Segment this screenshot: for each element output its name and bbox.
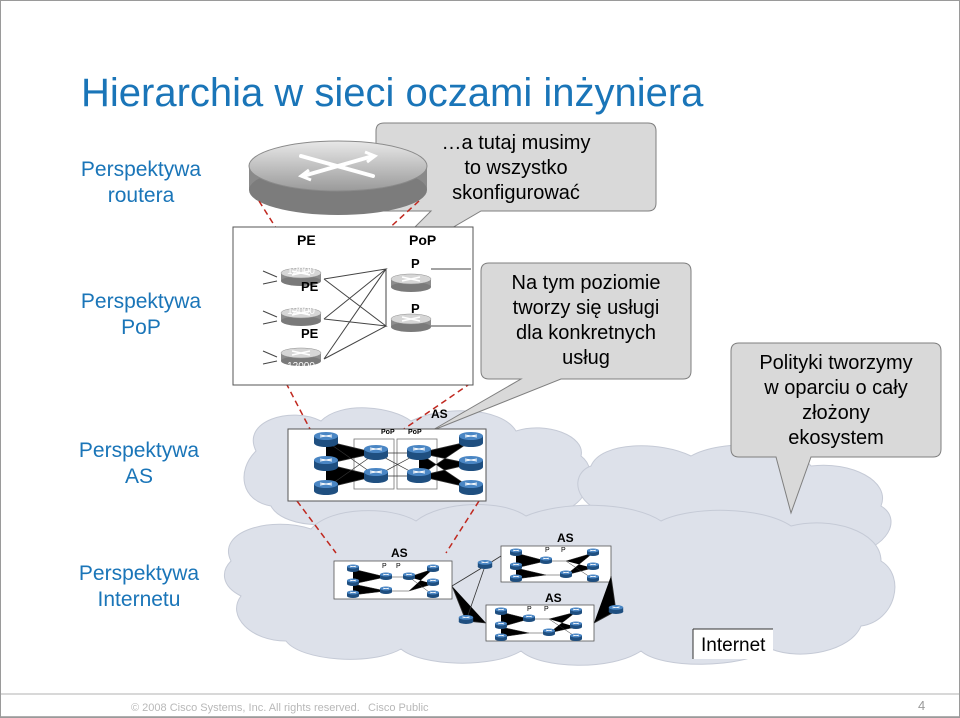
- router-role-label: PE: [301, 279, 319, 294]
- router-icon: [509, 562, 523, 571]
- router-icon: [586, 562, 600, 571]
- mini-p-label: P: [544, 606, 549, 613]
- internet-as-label: AS: [557, 531, 574, 545]
- pop-header: PoP: [409, 232, 437, 248]
- big-router-icon: [248, 140, 428, 215]
- router-icon: [586, 548, 600, 557]
- router-icon: [402, 572, 416, 581]
- router-icon: [522, 614, 536, 623]
- pop-router-p-2-icon: [390, 313, 432, 333]
- router-model-label: CRS1: [398, 291, 426, 302]
- router-icon: [458, 431, 484, 448]
- callout-services: [430, 262, 692, 432]
- router-icon: [406, 444, 432, 461]
- router-model-label: 12000: [287, 306, 315, 317]
- peering-router-icon: [477, 559, 493, 570]
- router-role-label: P: [411, 301, 420, 316]
- router-icon: [509, 548, 523, 557]
- page-number: 4: [918, 698, 926, 713]
- router-icon: [313, 431, 339, 448]
- internet-cloud: [223, 504, 896, 666]
- router-icon: [569, 633, 583, 642]
- router-icon: [346, 590, 360, 599]
- router-icon: [494, 633, 508, 642]
- router-icon: [458, 479, 484, 496]
- mini-p-label: P: [382, 563, 387, 570]
- peering-router-icon: [458, 614, 474, 625]
- router-icon: [559, 570, 573, 579]
- router-icon: [379, 572, 393, 581]
- router-icon: [494, 621, 508, 630]
- router-icon: [539, 556, 553, 565]
- router-icon: [406, 467, 432, 484]
- mini-p-label: P: [545, 547, 550, 554]
- perspective-internet-label: Perspektywa Internetu: [78, 562, 200, 611]
- perspective-as-label: Perspektywa AS: [78, 439, 200, 488]
- pop-box-links: [262, 268, 471, 365]
- footer-classification: Cisco Public: [368, 702, 429, 714]
- router-icon: [363, 467, 389, 484]
- router-icon: [363, 444, 389, 461]
- router-model-label: 12000: [287, 361, 315, 372]
- mini-p-label: P: [527, 606, 532, 613]
- internet-label: Internet: [701, 635, 766, 656]
- peering-router-icon: [608, 604, 624, 615]
- perspective-pop-label: Perspektywa PoP: [80, 290, 202, 339]
- router-icon: [458, 455, 484, 472]
- mini-p-label: P: [561, 547, 566, 554]
- mini-p-label: P: [396, 563, 401, 570]
- router-icon: [509, 574, 523, 583]
- footer-copyright: © 2008 Cisco Systems, Inc. All rights re…: [131, 702, 360, 714]
- router-role-label: P: [411, 256, 420, 271]
- router-icon: [379, 586, 393, 595]
- router-icon: [313, 479, 339, 496]
- as-pop-label: PoP: [381, 429, 395, 436]
- callout-policies: [730, 342, 942, 515]
- pop-router-p-1-icon: [390, 273, 432, 293]
- internet-label-box: [693, 629, 773, 659]
- internet-as-label: AS: [391, 546, 408, 560]
- router-icon: [346, 578, 360, 587]
- router-role-label: PE: [301, 326, 319, 341]
- router-icon: [426, 564, 440, 573]
- router-icon: [569, 621, 583, 630]
- router-icon: [426, 578, 440, 587]
- callout-policies-text: Polityki tworzymy w oparciu o cały złożo…: [759, 352, 913, 449]
- router-icon: [542, 628, 556, 637]
- pop-pe-header: PE: [297, 232, 316, 248]
- pop-box: [232, 226, 474, 386]
- as-pop-label: PoP: [408, 429, 422, 436]
- callout-services-text: Na tym poziomie tworzy się usługi dla ko…: [511, 272, 661, 369]
- router-icon: [569, 607, 583, 616]
- router-icon: [346, 564, 360, 573]
- perspective-router-label: Perspektywa routera: [80, 158, 202, 207]
- router-icon: [586, 574, 600, 583]
- internet-as-label: AS: [545, 591, 562, 605]
- as-label: AS: [431, 407, 448, 421]
- router-icon: [313, 455, 339, 472]
- router-model-label: 12000: [287, 266, 315, 277]
- as-pop-box-left: [353, 438, 395, 490]
- router-icon: [426, 590, 440, 599]
- page-title: Hierarchia w sieci oczami inżyniera: [81, 71, 704, 115]
- router-model-label: CRS1: [398, 333, 426, 344]
- router-icon: [494, 607, 508, 616]
- callout-configure-text: …a tutaj musimy to wszystko skonfigurowa…: [441, 132, 591, 204]
